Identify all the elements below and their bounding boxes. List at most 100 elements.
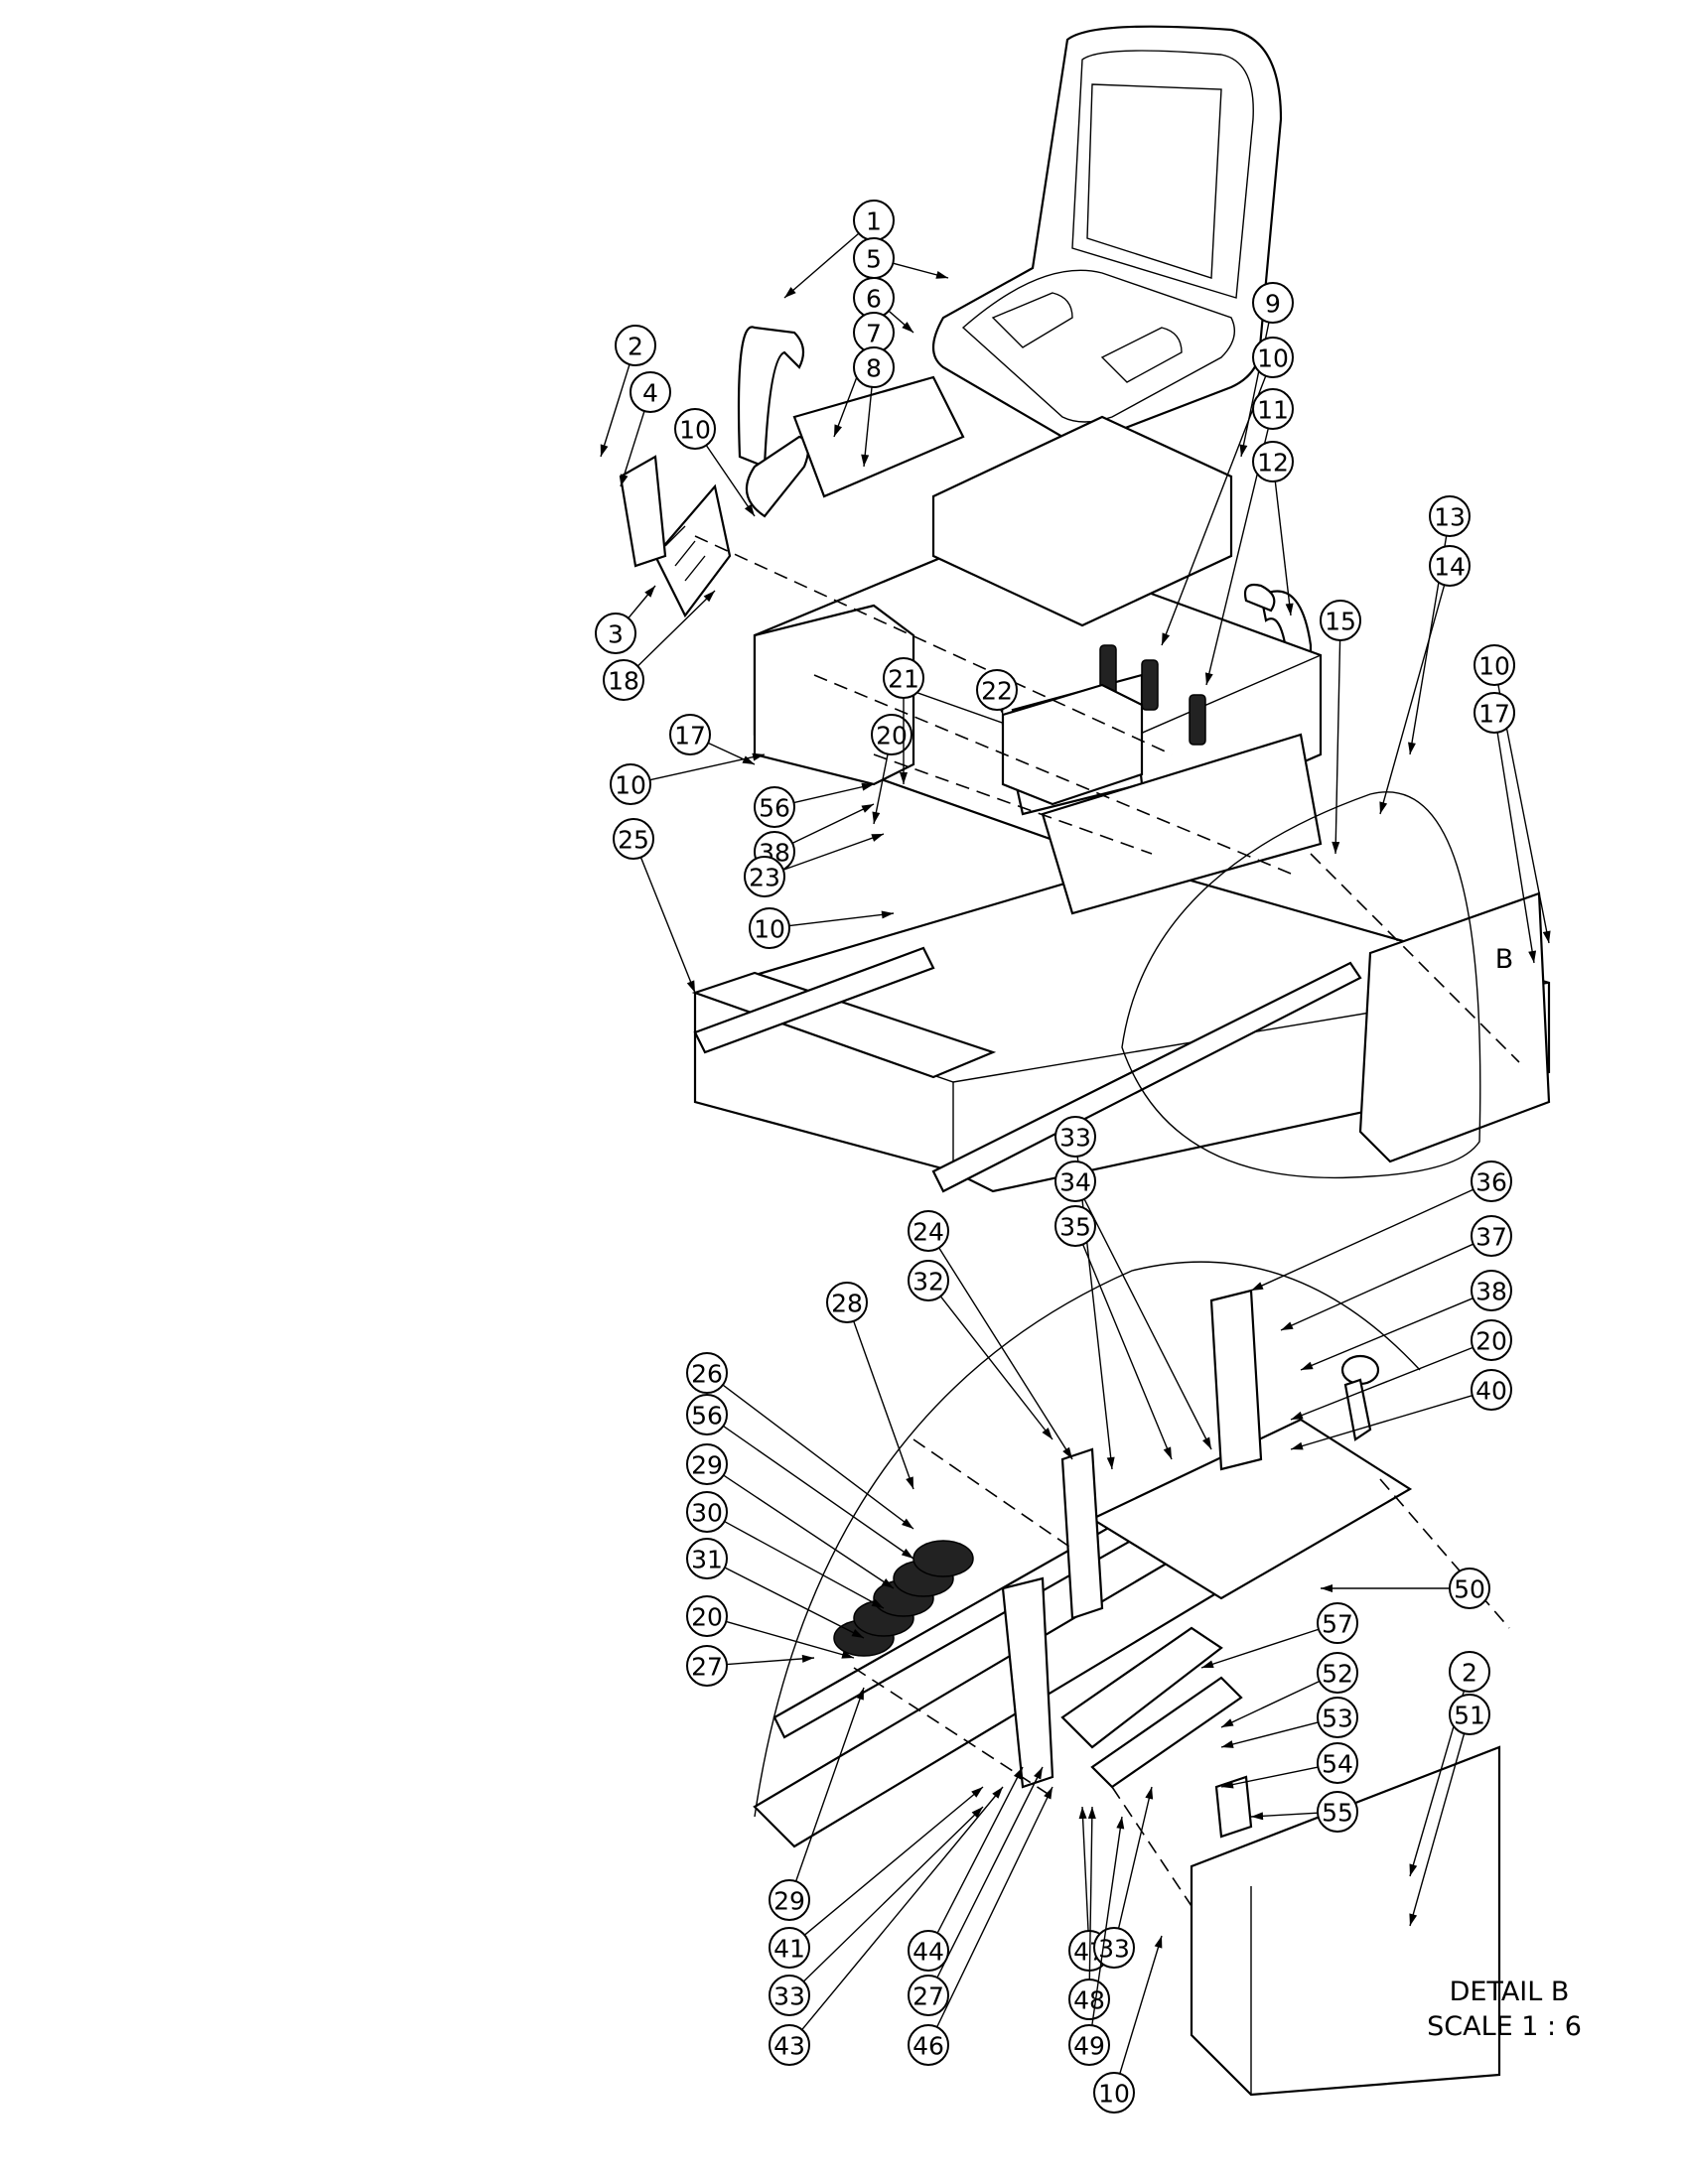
storage-tray [1001,683,1144,806]
callout-arrowhead [1204,672,1213,685]
callout-leader [1250,1188,1474,1292]
callout-arrowhead [1281,1321,1294,1330]
callout-26: 26 [686,1352,914,1530]
callout-arrowhead [1201,1660,1214,1669]
callout-balloon [686,1538,728,1579]
callout-46: 46 [908,1786,1053,2066]
callout-balloon [826,1282,868,1323]
callout-arrowhead [1528,950,1537,963]
callout-number: 7 [866,320,882,348]
callout-balloon [871,714,912,755]
callout-arrowhead [1332,841,1340,854]
callout-number: 30 [691,1499,723,1528]
callout-balloon [1054,1205,1096,1247]
callout-number: 22 [981,677,1013,706]
callout-arrowhead [871,1598,884,1608]
callout-arrowhead [851,1629,864,1638]
callout-3: 3 [595,585,656,654]
callout-balloon [615,325,656,366]
callout-51: 51 [1409,1694,1490,1927]
callout-leader [1119,1935,1163,2075]
callout-leader [1280,1243,1474,1331]
callout-leader [794,1687,865,1882]
callout-balloon [1449,1651,1490,1693]
callout-balloon [686,1352,728,1394]
callout-leader [853,1320,914,1490]
callout-balloon [908,1210,949,1252]
callout-leader [1161,375,1267,646]
callout-arrowhead [901,1548,913,1559]
callout-balloon [674,408,716,450]
callout-number: 53 [1322,1705,1353,1733]
callout-balloon [1068,2024,1110,2066]
callout-arrowhead [1221,1740,1234,1748]
callout-balloon [1320,600,1361,641]
callout-6: 6 [853,277,914,334]
callout-arrowhead [935,271,948,279]
callout-number: 50 [1454,1575,1485,1604]
callout-number: 35 [1059,1213,1091,1242]
callout-1: 1 [783,200,895,299]
callout-leader [801,1786,1004,2031]
callout-15: 15 [1320,600,1361,855]
callout-number: 17 [1478,700,1510,729]
callout-leader [722,1384,914,1530]
spring-stack [833,1540,974,1657]
callout-balloon [1474,692,1515,734]
callout-balloon [853,346,895,388]
callout-34: 34 [1054,1160,1212,1450]
callout-leader [939,1296,1053,1440]
callout-arrowhead [861,804,874,813]
callout-leader [1409,1733,1466,1927]
callout-balloon [1054,1116,1096,1158]
callout-12: 12 [1252,441,1294,616]
callout-balloon [1068,1979,1110,2020]
callout-38: 38 [1300,1270,1512,1371]
callout-number: 10 [1478,652,1510,681]
callout-23: 23 [744,833,885,897]
callout-leader [705,445,756,517]
callout-arrowhead [1301,1361,1314,1370]
callout-leader [1081,1244,1173,1460]
callout-leader [1220,1766,1319,1788]
callout-number: 29 [773,1887,805,1916]
callout-balloon [1471,1215,1512,1257]
callout-44: 44 [908,1766,1024,1972]
callout-50: 50 [1321,1568,1490,1609]
callout-leader [1300,1297,1474,1371]
callout-leader [1081,1806,1089,1932]
callout-balloon [754,786,795,828]
callout-number: 26 [691,1360,723,1389]
callout-20: 20 [1290,1319,1512,1421]
callout-arrowhead [1409,1913,1418,1926]
callout-balloon [1471,1270,1512,1311]
callout-leader [724,1520,885,1609]
callout-54: 54 [1220,1742,1358,1789]
detail-b-marker: B [1495,944,1514,975]
callout-number: 28 [831,1290,863,1318]
callout-leader [936,1766,1044,1979]
callout-balloon [1317,1697,1358,1738]
callout-number: 18 [608,667,639,696]
callout-balloon [1471,1319,1512,1361]
callout-32: 32 [908,1260,1053,1440]
callout-balloon [1252,337,1294,378]
callout-arrowhead [1162,632,1171,645]
callout-number: 10 [679,416,711,445]
toothed-plate [619,455,732,618]
callout-balloon [1317,1652,1358,1694]
callout-balloon [749,907,790,949]
callout-20: 20 [686,1595,855,1659]
callout-24: 24 [908,1210,1073,1460]
callout-number: 10 [754,915,785,944]
frame-body [691,375,1551,1193]
callout-balloon [1429,545,1471,587]
callout-number: 15 [1325,608,1356,636]
callout-balloon [976,669,1018,711]
callout-arrowhead [1013,1767,1023,1780]
callout-number: 54 [1322,1750,1353,1779]
callout-number: 25 [618,826,649,855]
callout-leader [726,1657,815,1666]
callout-56: 56 [754,782,875,828]
callout-arrowhead [1251,1812,1264,1821]
